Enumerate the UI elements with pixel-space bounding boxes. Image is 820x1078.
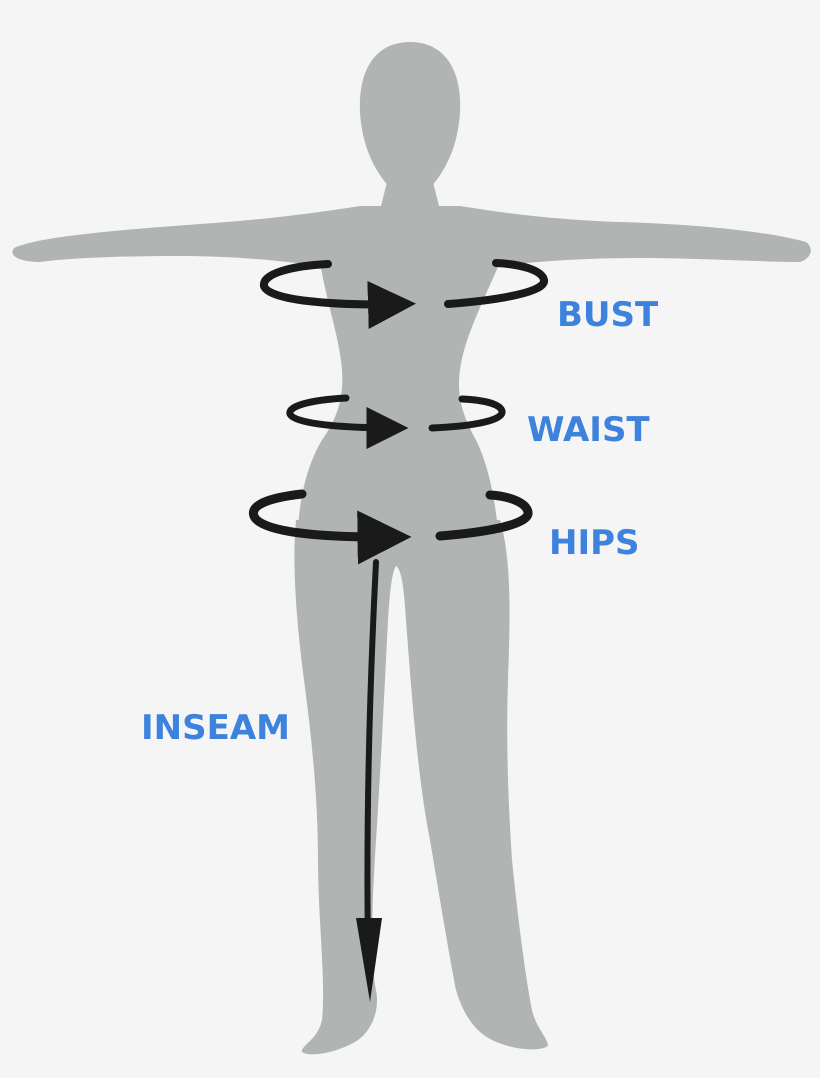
arms-shape (12, 206, 811, 266)
hips-measure-ring (248, 489, 533, 565)
hips-label: HIPS (549, 523, 640, 563)
legs-shape (294, 520, 548, 1055)
body-silhouette (12, 42, 811, 1055)
neck-shape (380, 178, 440, 210)
waist-measure-ring (286, 394, 506, 449)
bust-label: BUST (557, 295, 659, 335)
bust-measure-ring (260, 259, 548, 329)
inseam-measure-arrow (356, 559, 382, 1002)
inseam-label: INSEAM (141, 708, 290, 748)
torso-shape (298, 262, 500, 530)
waist-label: WAIST (527, 410, 650, 450)
head-shape (359, 42, 461, 196)
